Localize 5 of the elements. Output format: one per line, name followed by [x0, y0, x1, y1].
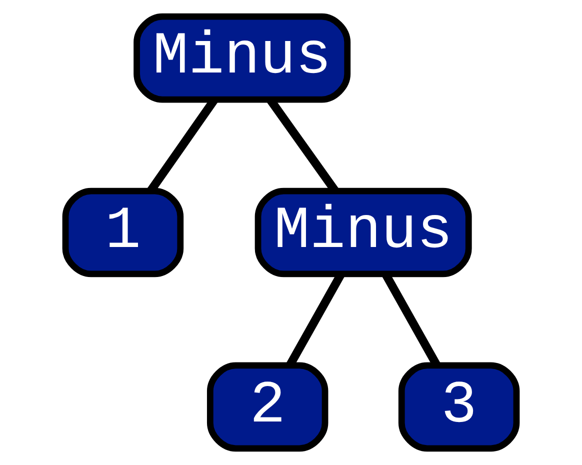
- node-box: 3: [398, 362, 520, 452]
- node-box: Minus: [134, 13, 351, 103]
- node-box: 2: [206, 362, 328, 452]
- node-box: Minus: [254, 188, 472, 278]
- node-box: 1: [62, 188, 184, 278]
